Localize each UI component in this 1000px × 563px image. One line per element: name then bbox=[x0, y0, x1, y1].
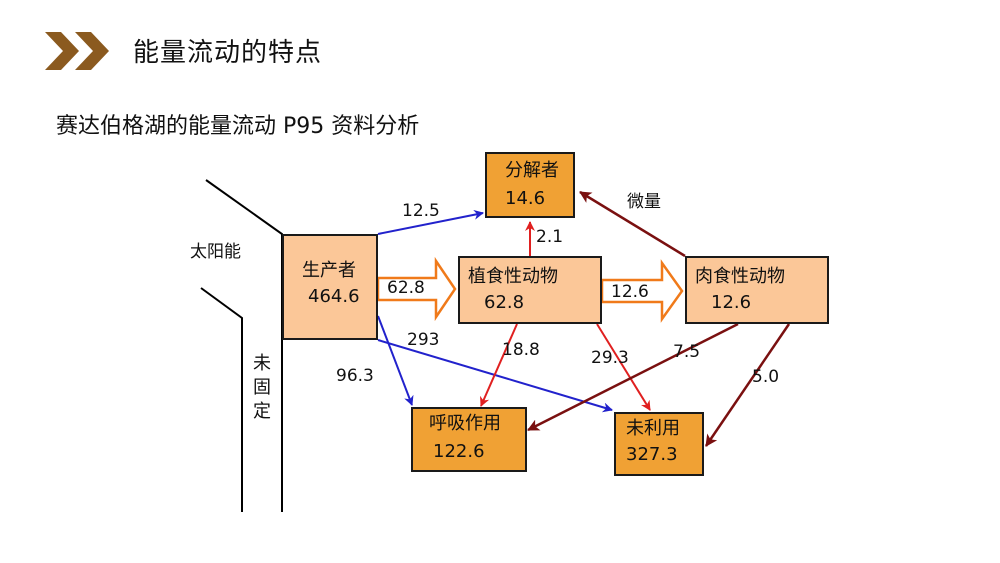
herbivore-name: 植食性动物 bbox=[468, 266, 558, 287]
herbivore-node: 植食性动物 62.8 bbox=[458, 256, 602, 324]
unused-name: 未利用 bbox=[626, 418, 680, 439]
page-title: 能量流动的特点 bbox=[133, 38, 323, 68]
hollow-arrow-producer-to-herbivore bbox=[376, 256, 457, 322]
flow-label-producer-to-respiration: 96.3 bbox=[336, 366, 374, 386]
respiration-node: 呼吸作用 122.6 bbox=[411, 407, 527, 472]
arrow-herbivore-to-respiration bbox=[480, 323, 518, 407]
decomposer-name: 分解者 bbox=[505, 160, 559, 181]
flow-label-producer-to-herbivore: 62.8 bbox=[387, 278, 425, 298]
respiration-name: 呼吸作用 bbox=[429, 413, 501, 434]
flow-label-herbivore-to-respiration: 18.8 bbox=[502, 340, 540, 360]
unfixed-char: 固 bbox=[253, 377, 271, 398]
carnivore-name: 肉食性动物 bbox=[695, 266, 785, 287]
carnivore-value: 12.6 bbox=[711, 292, 752, 313]
unfixed-label: 未 固 定 bbox=[252, 352, 272, 424]
arrow-herbivore-to-unused bbox=[596, 323, 651, 411]
arrow-producer-to-respiration bbox=[377, 315, 414, 406]
flow-label-carnivore-to-unused: 5.0 bbox=[752, 367, 780, 387]
flow-label-producer-to-decomposer: 12.5 bbox=[402, 201, 440, 221]
flow-label-herbivore-to-unused: 29.3 bbox=[591, 348, 629, 368]
arrow-producer-to-decomposer bbox=[377, 209, 484, 235]
hollow-arrow-herbivore-to-carnivore bbox=[600, 259, 684, 323]
unfixed-char: 未 bbox=[253, 353, 271, 374]
producer-value: 464.6 bbox=[308, 286, 360, 307]
sunlight-frame bbox=[200, 179, 283, 512]
section-subtitle: 赛达伯格湖的能量流动 P95 资料分析 bbox=[56, 114, 420, 139]
arrow-carnivore-to-respiration bbox=[527, 322, 739, 432]
carnivore-node: 肉食性动物 12.6 bbox=[685, 256, 829, 324]
decomposer-node: 分解者 14.6 bbox=[485, 152, 575, 218]
respiration-value: 122.6 bbox=[433, 441, 485, 462]
flow-label-herbivore-to-carnivore: 12.6 bbox=[611, 282, 649, 302]
unused-node: 未利用 327.3 bbox=[614, 412, 704, 476]
unused-value: 327.3 bbox=[626, 444, 678, 465]
solar-energy-label: 太阳能 bbox=[190, 242, 241, 262]
flow-label-herbivore-to-decomposer: 2.1 bbox=[536, 227, 564, 247]
flow-label-carnivore-to-decomposer: 微量 bbox=[627, 192, 661, 212]
decomposer-value: 14.6 bbox=[505, 188, 546, 209]
herbivore-value: 62.8 bbox=[484, 292, 525, 313]
chevron-double-icon bbox=[45, 32, 109, 70]
arrow-carnivore-to-unused bbox=[704, 323, 791, 447]
flow-label-carnivore-to-respiration: 7.5 bbox=[673, 342, 701, 362]
unfixed-char: 定 bbox=[253, 401, 271, 422]
producer-node: 生产者 464.6 bbox=[282, 234, 378, 340]
producer-name: 生产者 bbox=[302, 260, 356, 281]
arrow-carnivore-to-decomposer bbox=[579, 190, 686, 258]
flow-label-producer-to-unused: 293 bbox=[407, 330, 440, 350]
